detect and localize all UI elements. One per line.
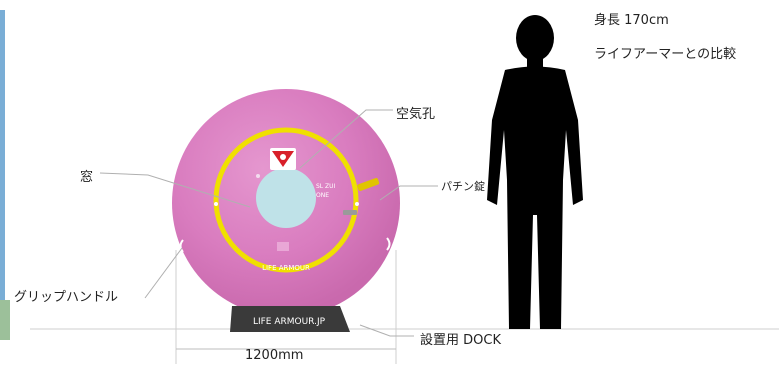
dock-label: 設置用 DOCK: [420, 333, 501, 348]
ring-bolt-left: [214, 202, 218, 206]
comparison-label: ライフアーマーとの比較: [594, 47, 737, 62]
svg-text:SL ZUI: SL ZUI: [316, 183, 336, 190]
svg-text:ONE: ONE: [316, 192, 329, 199]
ring-bolt-right: [355, 202, 359, 206]
dock-base: [230, 306, 350, 332]
emblem-icon: [270, 148, 296, 170]
capsule-brand-text: LIFE ARMOUR: [262, 264, 310, 272]
grip-handle-right: [386, 237, 391, 251]
capsule-seal: [277, 242, 289, 251]
window-label: 窓: [80, 170, 94, 185]
leader-lines: [99, 109, 438, 337]
grip-handle-label: グリップハンドル: [14, 290, 119, 305]
latch-detail: SL ZUI ONE: [316, 177, 380, 215]
left-edge-strip-green: [0, 300, 10, 340]
height-label: 身長 170cm: [594, 13, 669, 28]
width-dimension-label: 1200mm: [245, 348, 304, 363]
dock-plate-text: LIFE ARMOUR.JP: [253, 317, 326, 327]
human-silhouette: [487, 15, 583, 329]
window-shape: [256, 168, 316, 228]
left-edge-strip: [0, 10, 5, 340]
air-hole-label: 空気孔: [396, 107, 436, 122]
air-hole-mark: [256, 174, 260, 178]
grip-handle-left: [179, 239, 184, 253]
hatch-ring: [213, 127, 359, 273]
latch-label: パチン錠: [441, 180, 485, 193]
